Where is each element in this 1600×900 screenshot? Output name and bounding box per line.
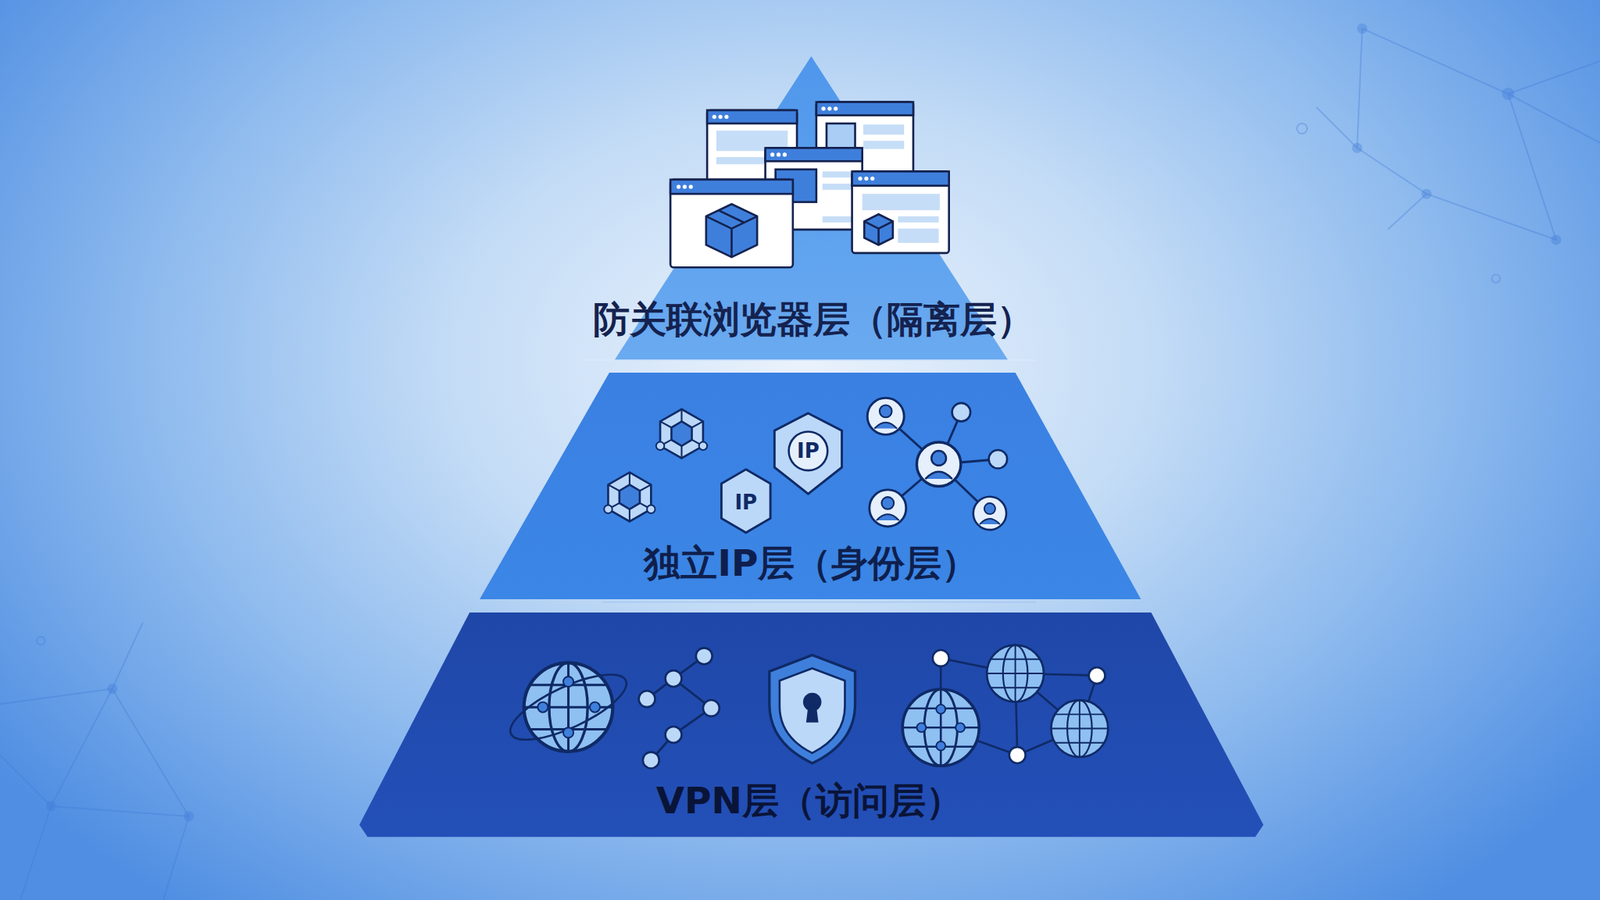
layer-title: 防关联浏览器层（隔离层） (592, 298, 1034, 341)
ip-badge-text: IP (734, 492, 758, 513)
band-shape (479, 372, 1141, 600)
layer-title: VPN层（访问层） (656, 779, 963, 822)
ip-badge-text: IP (796, 440, 820, 461)
pyramid-band: 独立IP层（身份层） (479, 372, 1141, 600)
browser-windows (670, 102, 950, 268)
band-shape (359, 612, 1264, 837)
pyramid-band: 防关联浏览器层（隔离层） (585, 56, 1042, 361)
layer-title: 独立IP层（身份层） (643, 542, 979, 585)
pyramid-band: VPN层（访问层） (359, 612, 1264, 837)
